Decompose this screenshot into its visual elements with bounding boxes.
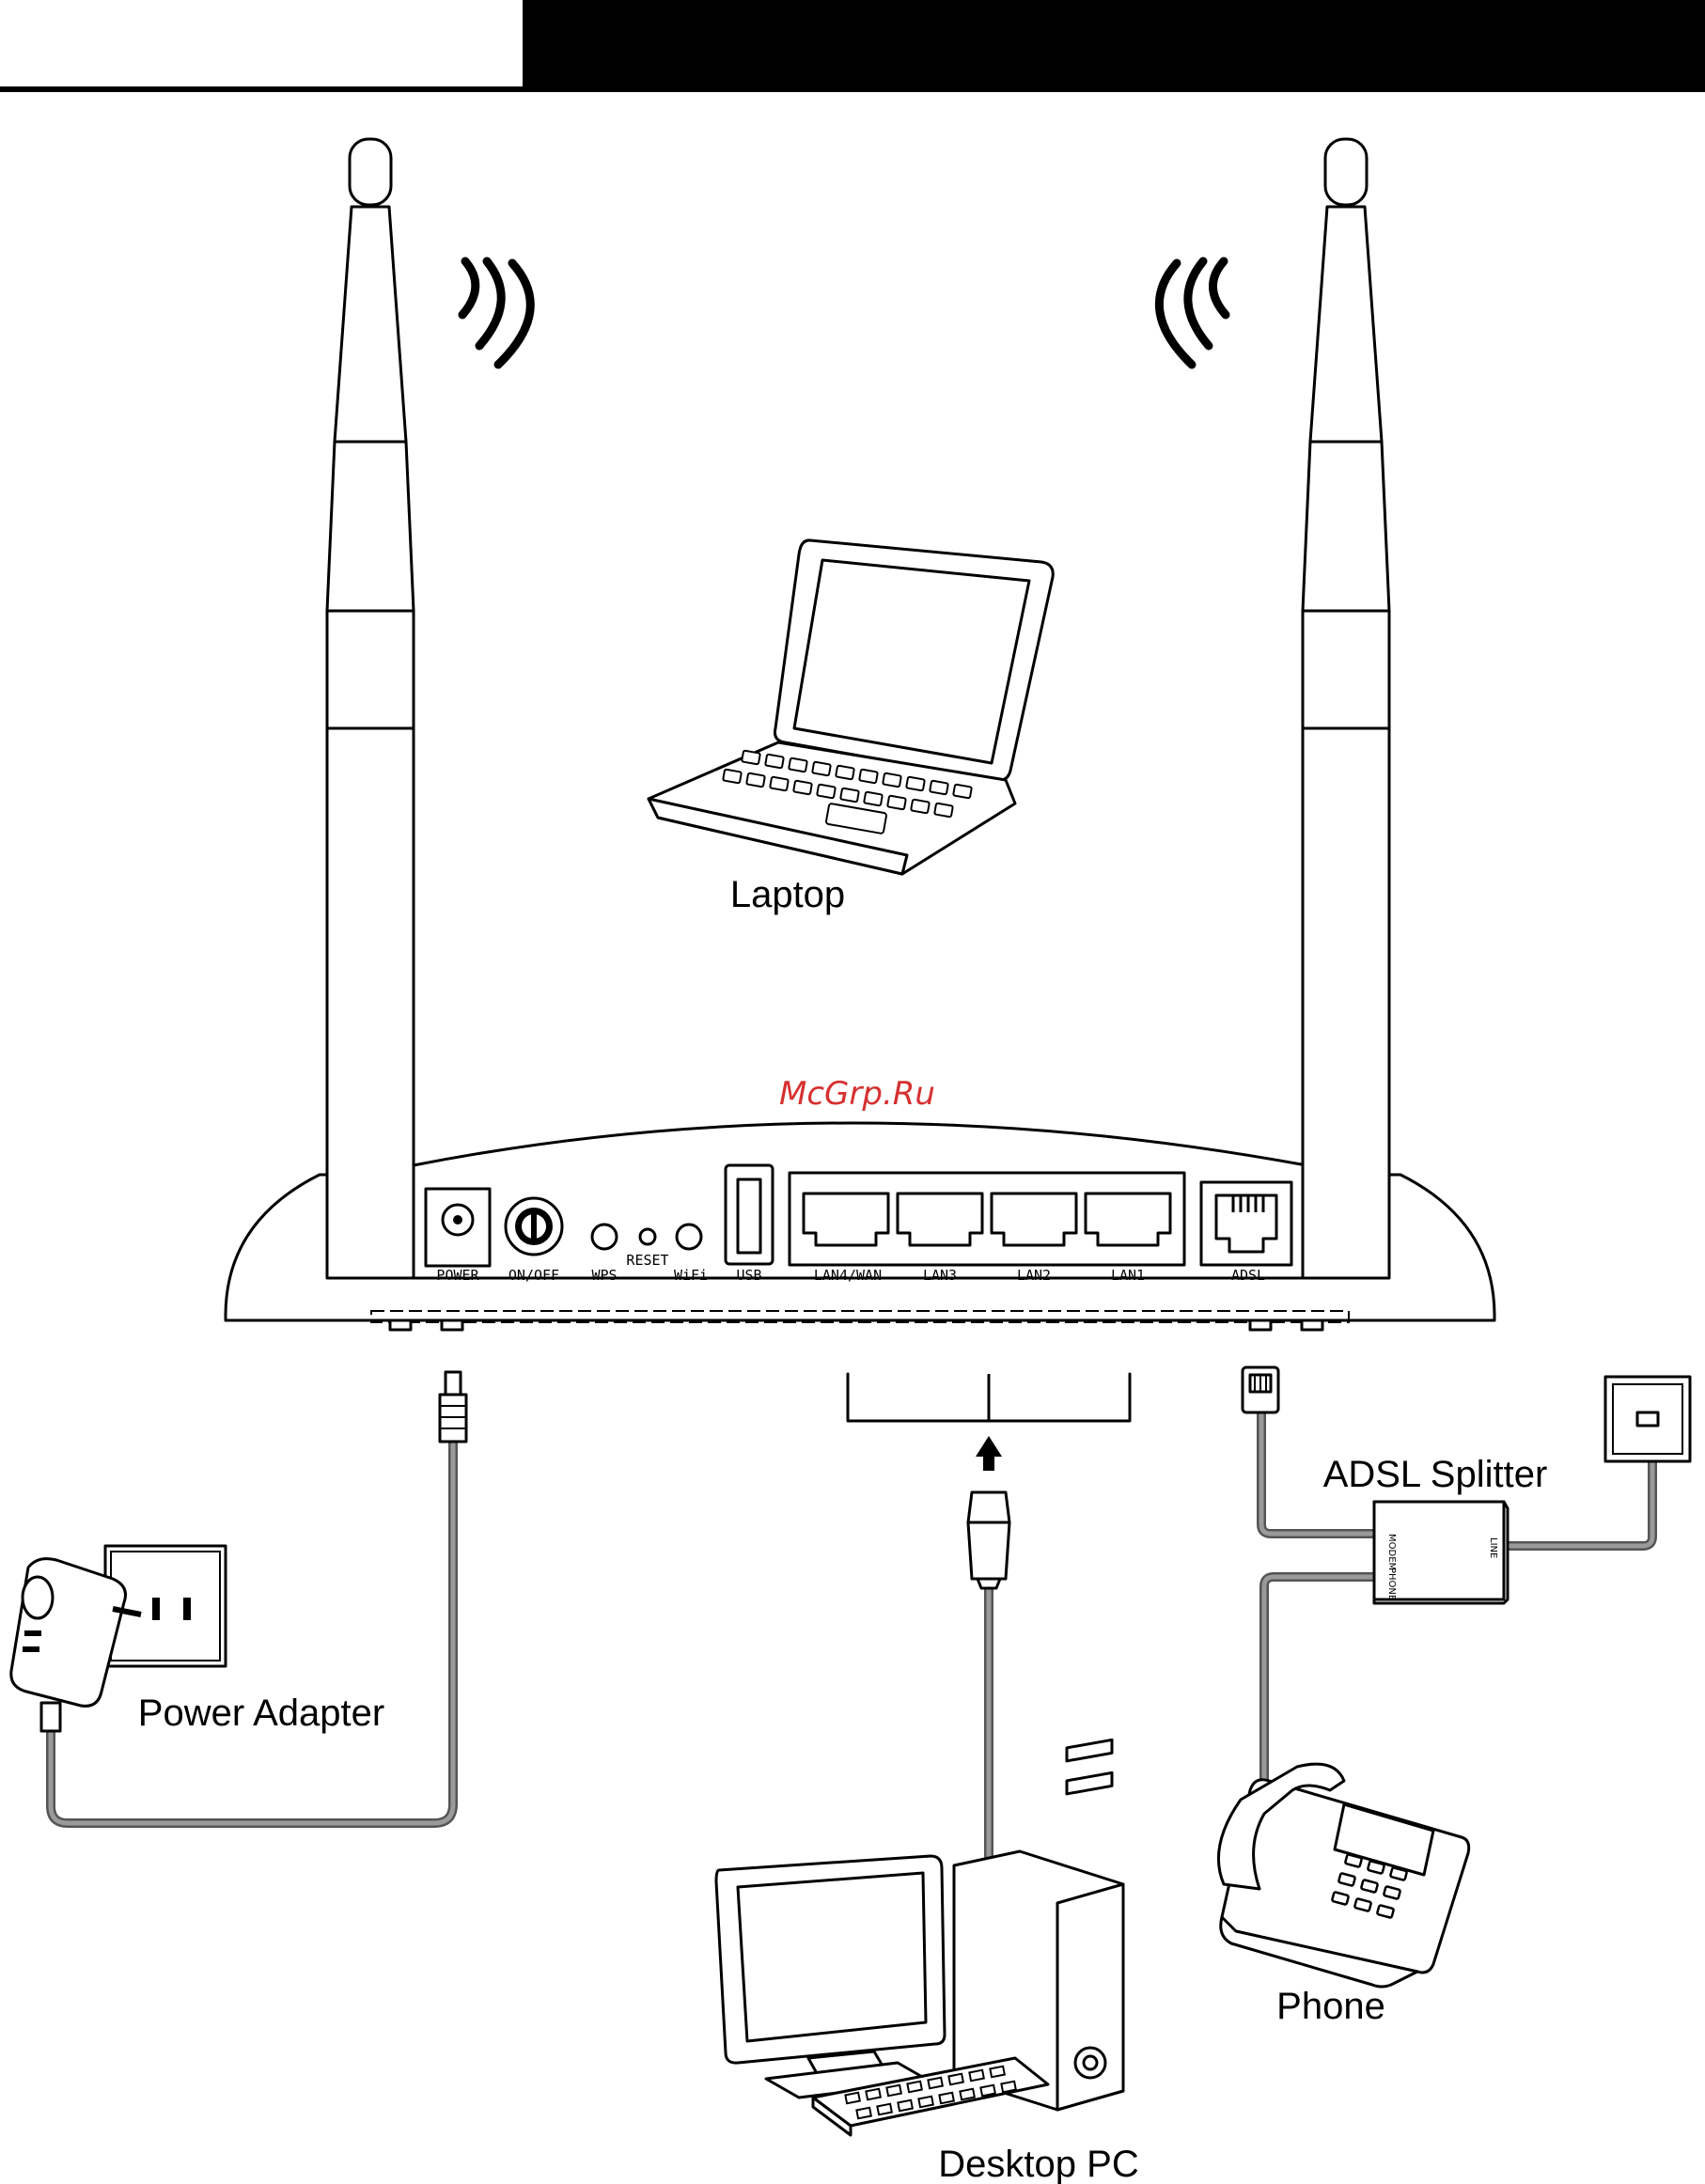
header-bar [0, 0, 1705, 92]
label-power-adapter: Power Adapter [138, 1693, 384, 1734]
port-label-lan2: LAN2 [1017, 1267, 1051, 1284]
splitter-port-modem: MODEM [1386, 1534, 1397, 1570]
label-laptop: Laptop [730, 874, 845, 915]
port-label-lan1: LAN1 [1111, 1267, 1145, 1284]
lan3-port [898, 1193, 982, 1245]
rj11-plug-icon [1243, 1367, 1278, 1412]
label-adsl-splitter: ADSL Splitter [1323, 1454, 1548, 1495]
lan1-port [1086, 1193, 1170, 1245]
reset-button [640, 1229, 655, 1244]
label-phone: Phone [1276, 1986, 1385, 2027]
power-port [426, 1189, 490, 1266]
on-off-button [506, 1198, 562, 1255]
port-label-usb: USB [736, 1267, 761, 1284]
phone-wall-jack-icon [1605, 1377, 1690, 1461]
lan-port-block [790, 1173, 1184, 1265]
desktop-pc-icon [716, 1739, 1123, 2135]
antenna-right [1303, 139, 1389, 1278]
wifi-signal-right-icon [1159, 261, 1226, 365]
port-label-reset: RESET [626, 1252, 668, 1269]
lan2-port [992, 1193, 1076, 1245]
label-desktop-pc: Desktop PC [938, 2144, 1138, 2184]
laptop-icon [649, 540, 1053, 874]
watermark: McGrp.Ru [779, 1075, 935, 1113]
wps-button [592, 1225, 617, 1249]
splitter-port-phone: PHONE [1386, 1568, 1397, 1600]
port-label-lan4-wan: LAN4/WAN [814, 1267, 882, 1284]
lan4-wan-port [804, 1193, 888, 1245]
antenna-left [327, 139, 414, 1278]
splitter-port-line: LINE [1488, 1537, 1498, 1558]
wifi-signal-left-icon [462, 261, 530, 365]
adsl-splitter-icon: MODEM PHONE LINE [1374, 1502, 1508, 1603]
port-label-adsl: ADSL [1231, 1267, 1265, 1284]
lan-bracket [848, 1374, 1130, 1421]
port-label-wps: WPS [591, 1267, 617, 1284]
wifi-button [677, 1225, 701, 1249]
usb-port [726, 1165, 773, 1264]
telephone-icon [1218, 1764, 1468, 1987]
rj45-plug-icon [968, 1492, 1009, 1588]
port-label-wifi: WiFi [674, 1267, 708, 1284]
dc-plug-icon [440, 1372, 466, 1442]
arrow-up-icon [976, 1436, 1002, 1471]
port-label-lan3: LAN3 [923, 1267, 957, 1284]
port-label-on-off: ON/OFF [508, 1267, 559, 1284]
adsl-port [1201, 1182, 1291, 1265]
port-label-power: POWER [436, 1267, 479, 1284]
